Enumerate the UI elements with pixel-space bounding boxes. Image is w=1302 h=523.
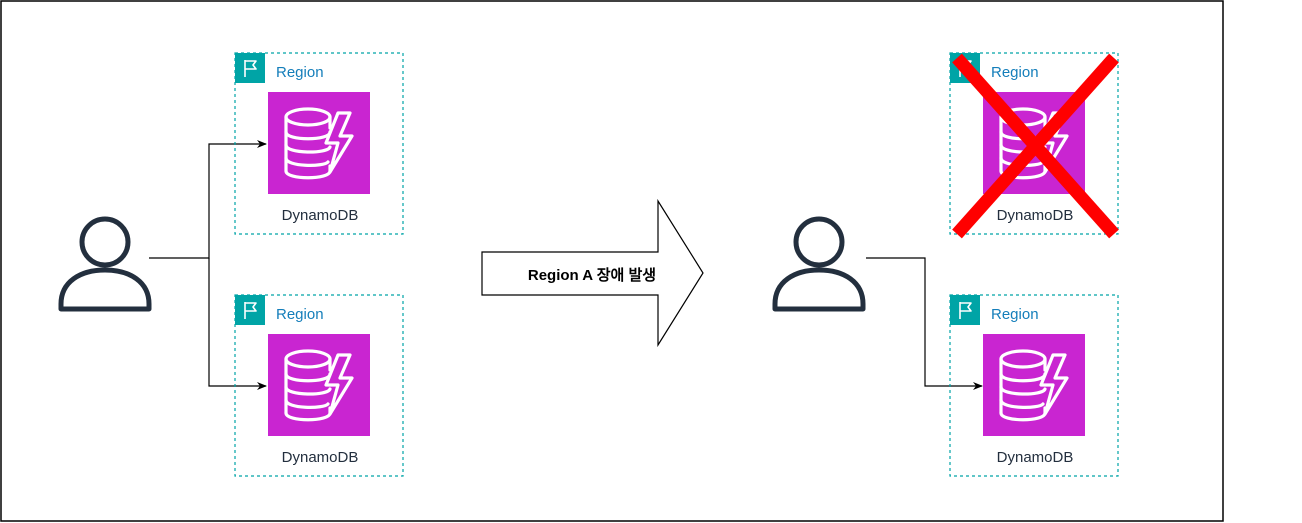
region-border xyxy=(234,294,404,477)
dynamodb-icon xyxy=(266,332,372,438)
service-label: DynamoDB xyxy=(997,449,1074,466)
region-border xyxy=(949,52,1119,235)
region-label: Region xyxy=(276,64,324,81)
connector-to-region-4 xyxy=(866,257,983,390)
region-group-3: Region DynamoDB xyxy=(949,52,1119,239)
transition-arrow: Region A 장애 발생 xyxy=(481,198,704,348)
connector-right xyxy=(866,257,983,390)
flag-icon xyxy=(234,52,266,84)
region-group-2: Region DynamoDB xyxy=(234,294,404,477)
connector-to-region-1 xyxy=(149,140,267,259)
transition-label: Region A 장애 발생 xyxy=(528,266,656,284)
dynamodb-icon xyxy=(266,90,372,196)
dynamodb-icon xyxy=(981,332,1087,438)
service-label: DynamoDB xyxy=(997,207,1074,224)
region-label: Region xyxy=(991,306,1039,323)
connector-left xyxy=(149,140,267,390)
region-group-4: Region DynamoDB xyxy=(949,294,1119,477)
flag-icon xyxy=(949,294,981,326)
region-label: Region xyxy=(276,306,324,323)
failure-x-icon xyxy=(952,53,1119,239)
region-border xyxy=(949,294,1119,477)
service-label: DynamoDB xyxy=(282,449,359,466)
block-arrow xyxy=(481,198,704,348)
region-border xyxy=(234,52,404,235)
flag-icon xyxy=(234,294,266,326)
connector-to-region-2 xyxy=(208,258,267,390)
region-group-1: Region DynamoDB xyxy=(234,52,404,235)
region-label: Region xyxy=(991,64,1039,81)
service-label: DynamoDB xyxy=(282,207,359,224)
